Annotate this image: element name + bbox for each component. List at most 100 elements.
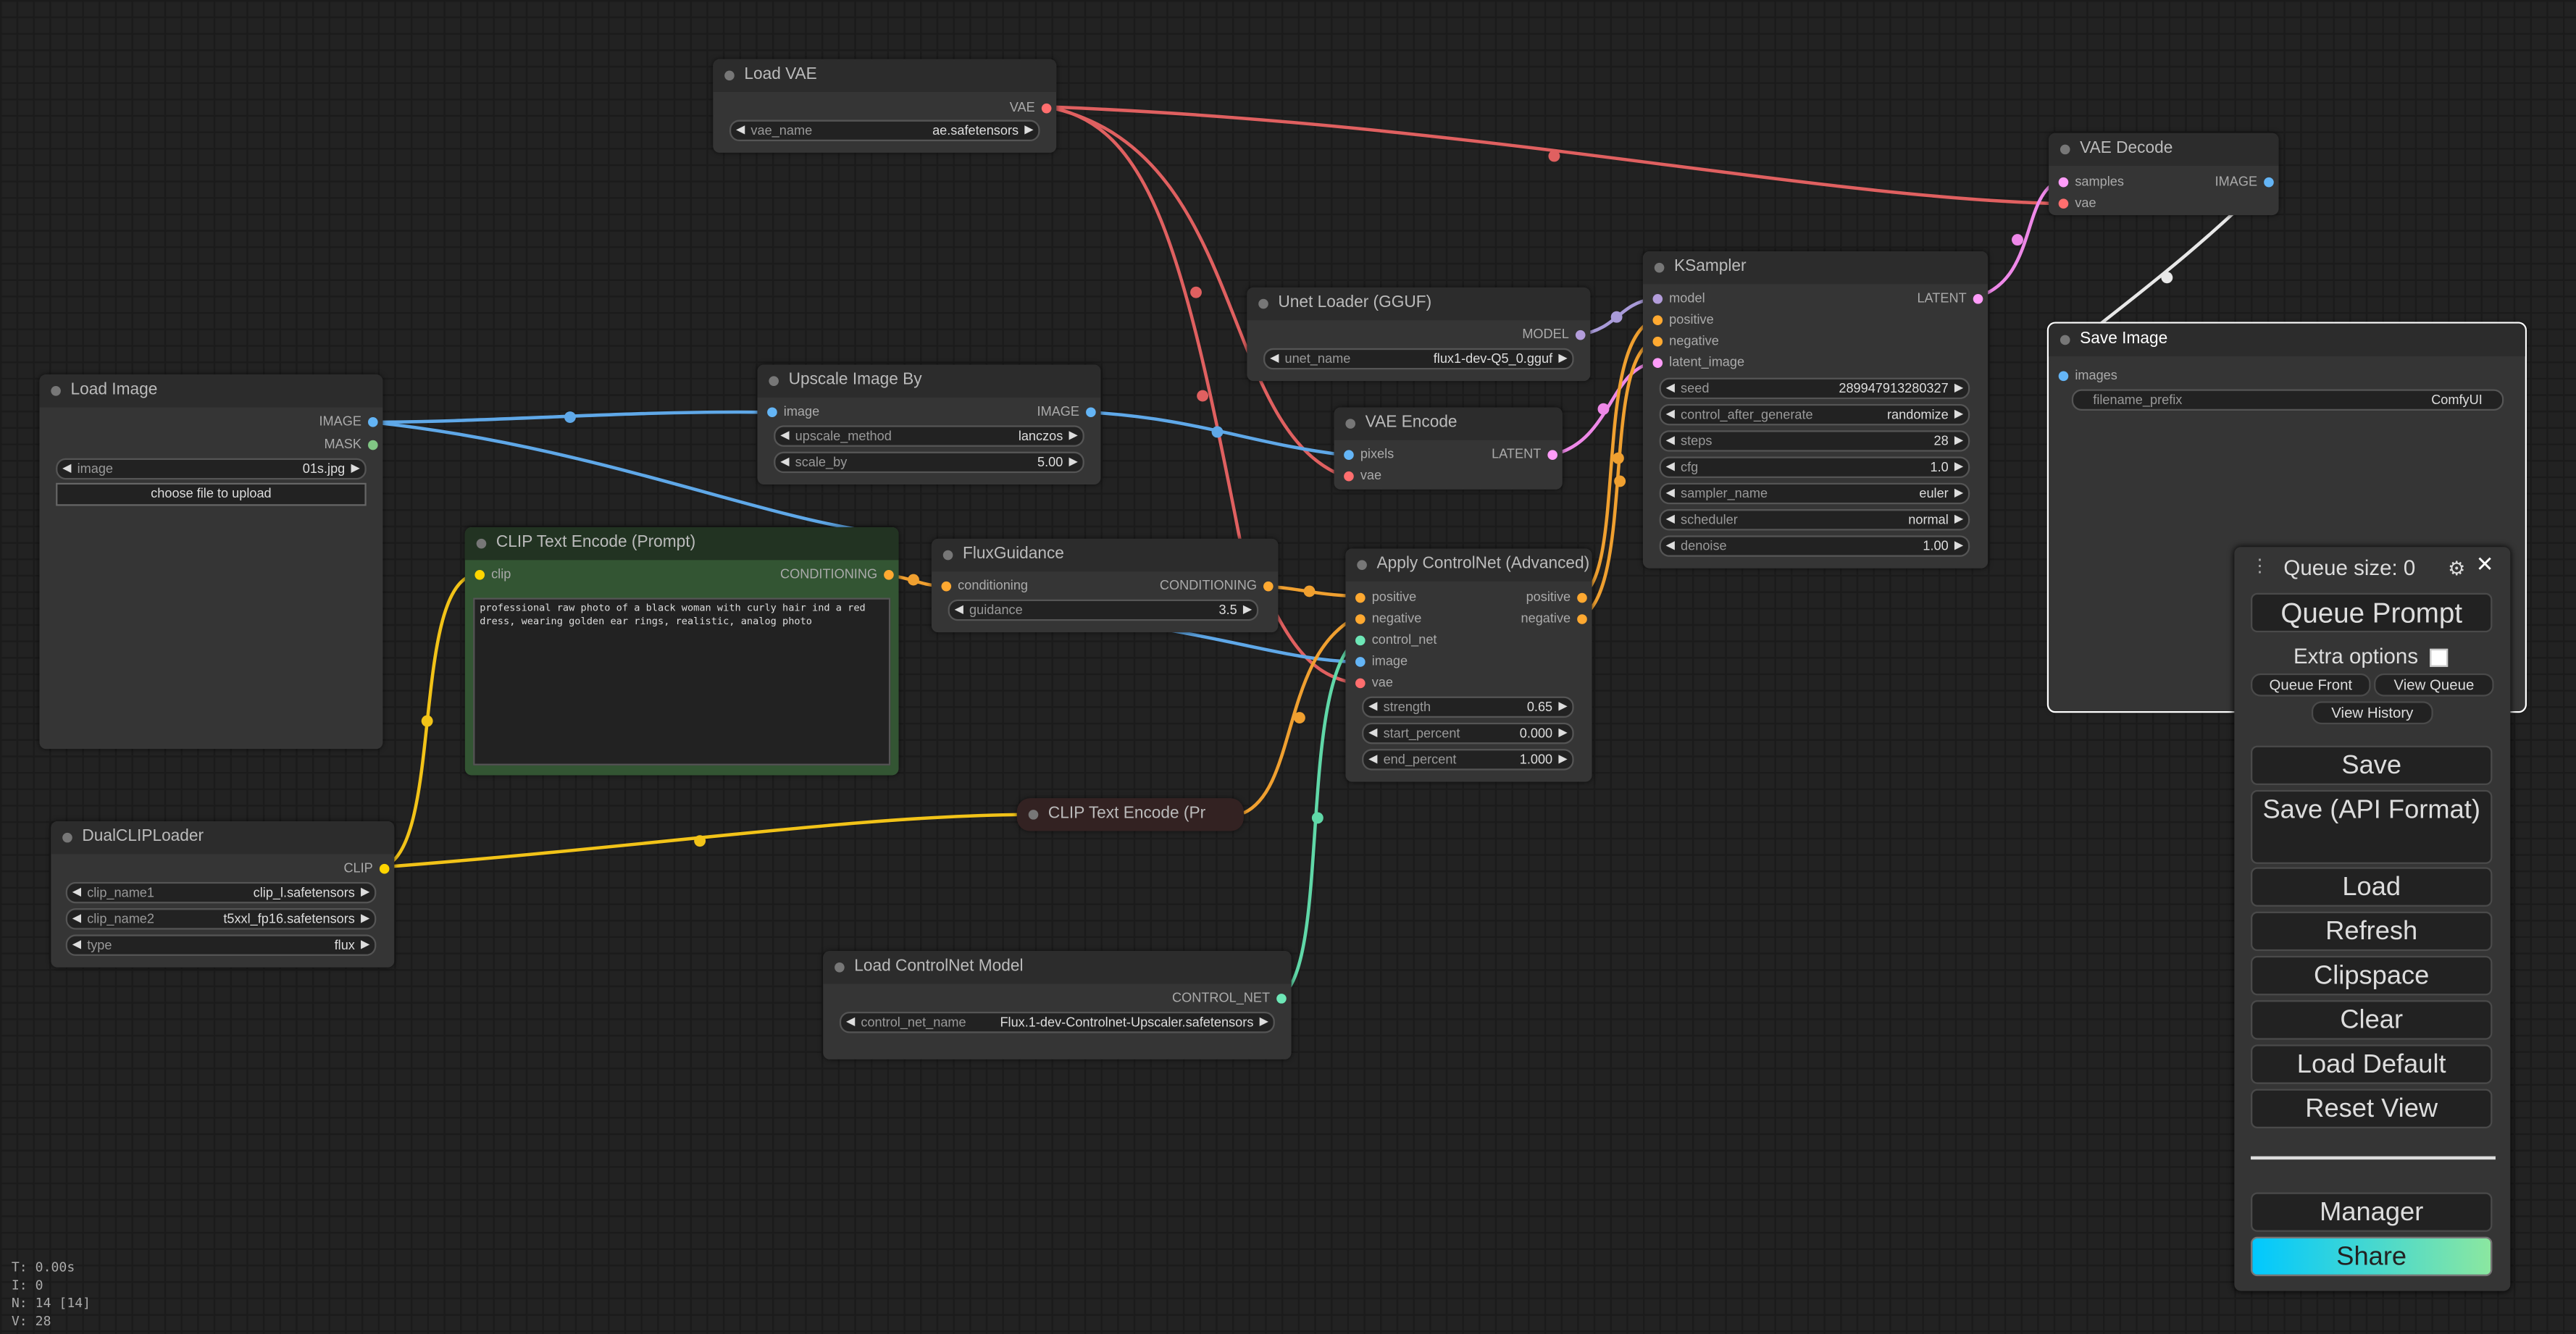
node-title[interactable]: CLIP Text Encode (Pr [1016, 798, 1244, 831]
output-latent[interactable]: LATENT [1492, 445, 1563, 465]
node-title[interactable]: FluxGuidance [931, 538, 1279, 572]
input-control-net[interactable]: control_net [1350, 631, 1437, 650]
node-flux-guidance[interactable]: FluxGuidance conditioning CONDITIONING ◀… [931, 538, 1279, 633]
node-upscale-image[interactable]: Upscale Image By image IMAGE ◀upscale_me… [757, 364, 1101, 485]
output-vae[interactable]: VAE [1010, 98, 1056, 118]
clipspace-button[interactable]: Clipspace [2251, 955, 2493, 996]
prompt-textarea[interactable]: professional raw photo of a black woman … [473, 597, 891, 765]
load-default-button[interactable]: Load Default [2251, 1044, 2493, 1084]
node-title[interactable]: KSampler [1642, 251, 1989, 285]
node-title[interactable]: Unet Loader (GGUF) [1247, 287, 1591, 321]
node-apply-controlnet[interactable]: Apply ControlNet (Advanced) positive neg… [1345, 548, 1592, 782]
load-button[interactable]: Load [2251, 867, 2493, 907]
node-clip-text-encode-collapsed[interactable]: CLIP Text Encode (Pr [1016, 798, 1244, 831]
share-button[interactable]: Share [2251, 1236, 2493, 1277]
input-negative[interactable]: negative [1648, 332, 1719, 351]
input-positive[interactable]: positive [1648, 311, 1714, 330]
gear-icon[interactable]: ⚙ [2448, 556, 2466, 580]
node-title[interactable]: CLIP Text Encode (Prompt) [464, 527, 899, 561]
node-title[interactable]: DualCLIPLoader [51, 821, 395, 855]
node-title[interactable]: Upscale Image By [757, 364, 1101, 398]
output-negative[interactable]: negative [1521, 609, 1592, 629]
input-image[interactable]: image [1350, 652, 1408, 671]
node-title[interactable]: Load VAE [713, 59, 1057, 93]
input-vae[interactable]: vae [2054, 194, 2096, 214]
input-vae[interactable]: vae [1339, 466, 1381, 486]
input-clip[interactable]: clip [470, 565, 511, 584]
input-pixels[interactable]: pixels [1339, 445, 1394, 465]
save-api-button[interactable]: Save (API Format) [2251, 789, 2493, 864]
save-button[interactable]: Save [2251, 745, 2493, 786]
view-history-button[interactable]: View History [2311, 701, 2433, 725]
input-image[interactable]: image [762, 403, 819, 422]
queue-prompt-button[interactable]: Queue Prompt [2251, 592, 2493, 633]
node-title[interactable]: Save Image [2049, 323, 2525, 357]
output-image[interactable]: IMAGE [319, 412, 382, 432]
input-latent-image[interactable]: latent_image [1648, 353, 1744, 373]
node-title[interactable]: VAE Decode [2049, 133, 2279, 167]
output-conditioning[interactable]: CONDITIONING [1160, 576, 1279, 596]
queue-front-button[interactable]: Queue Front [2251, 673, 2371, 697]
node-title[interactable]: Load ControlNet Model [823, 951, 1292, 984]
drag-handle-icon[interactable]: ⋮ [2251, 556, 2269, 577]
node-load-controlnet[interactable]: Load ControlNet Model CONTROL_NET ◀contr… [823, 951, 1292, 1060]
output-positive[interactable]: positive [1526, 588, 1592, 608]
output-model[interactable]: MODEL [1522, 325, 1590, 345]
output-latent[interactable]: LATENT [1917, 289, 1988, 309]
node-title[interactable]: Load Image [39, 374, 383, 408]
input-vae[interactable]: vae [1350, 674, 1393, 693]
node-ksampler[interactable]: KSampler model positive negative latent_… [1642, 251, 1989, 569]
view-queue-button[interactable]: View Queue [2374, 673, 2494, 697]
extra-options-checkbox[interactable] [2429, 648, 2448, 667]
output-conditioning[interactable]: CONDITIONING [780, 565, 899, 584]
output-clip[interactable]: CLIP [343, 859, 394, 878]
upload-button[interactable]: choose file to upload [56, 482, 367, 506]
node-title[interactable]: Apply ControlNet (Advanced) [1345, 548, 1592, 582]
refresh-button[interactable]: Refresh [2251, 911, 2493, 952]
clear-button[interactable]: Clear [2251, 1000, 2493, 1040]
input-model[interactable]: model [1648, 289, 1705, 309]
input-conditioning[interactable]: conditioning [937, 576, 1028, 596]
input-samples[interactable]: samples [2054, 172, 2124, 192]
input-positive[interactable]: positive [1350, 588, 1416, 608]
reset-view-button[interactable]: Reset View [2251, 1088, 2493, 1129]
input-images[interactable]: images [2054, 366, 2117, 386]
node-vae-decode[interactable]: VAE Decode samples vae IMAGE [2049, 133, 2279, 216]
input-negative[interactable]: negative [1350, 609, 1421, 629]
node-title[interactable]: VAE Encode [1334, 407, 1563, 440]
output-control-net[interactable]: CONTROL_NET [1172, 989, 1292, 1008]
close-icon[interactable]: ✕ [2475, 552, 2494, 577]
manager-button[interactable]: Manager [2251, 1192, 2493, 1232]
output-image[interactable]: IMAGE [2215, 172, 2279, 192]
output-image[interactable]: IMAGE [1037, 403, 1101, 422]
output-mask[interactable]: MASK [325, 435, 383, 455]
node-clip-text-encode[interactable]: CLIP Text Encode (Prompt) clip CONDITION… [464, 527, 899, 776]
node-vae-encode[interactable]: VAE Encode pixels vae LATENT [1334, 407, 1563, 490]
